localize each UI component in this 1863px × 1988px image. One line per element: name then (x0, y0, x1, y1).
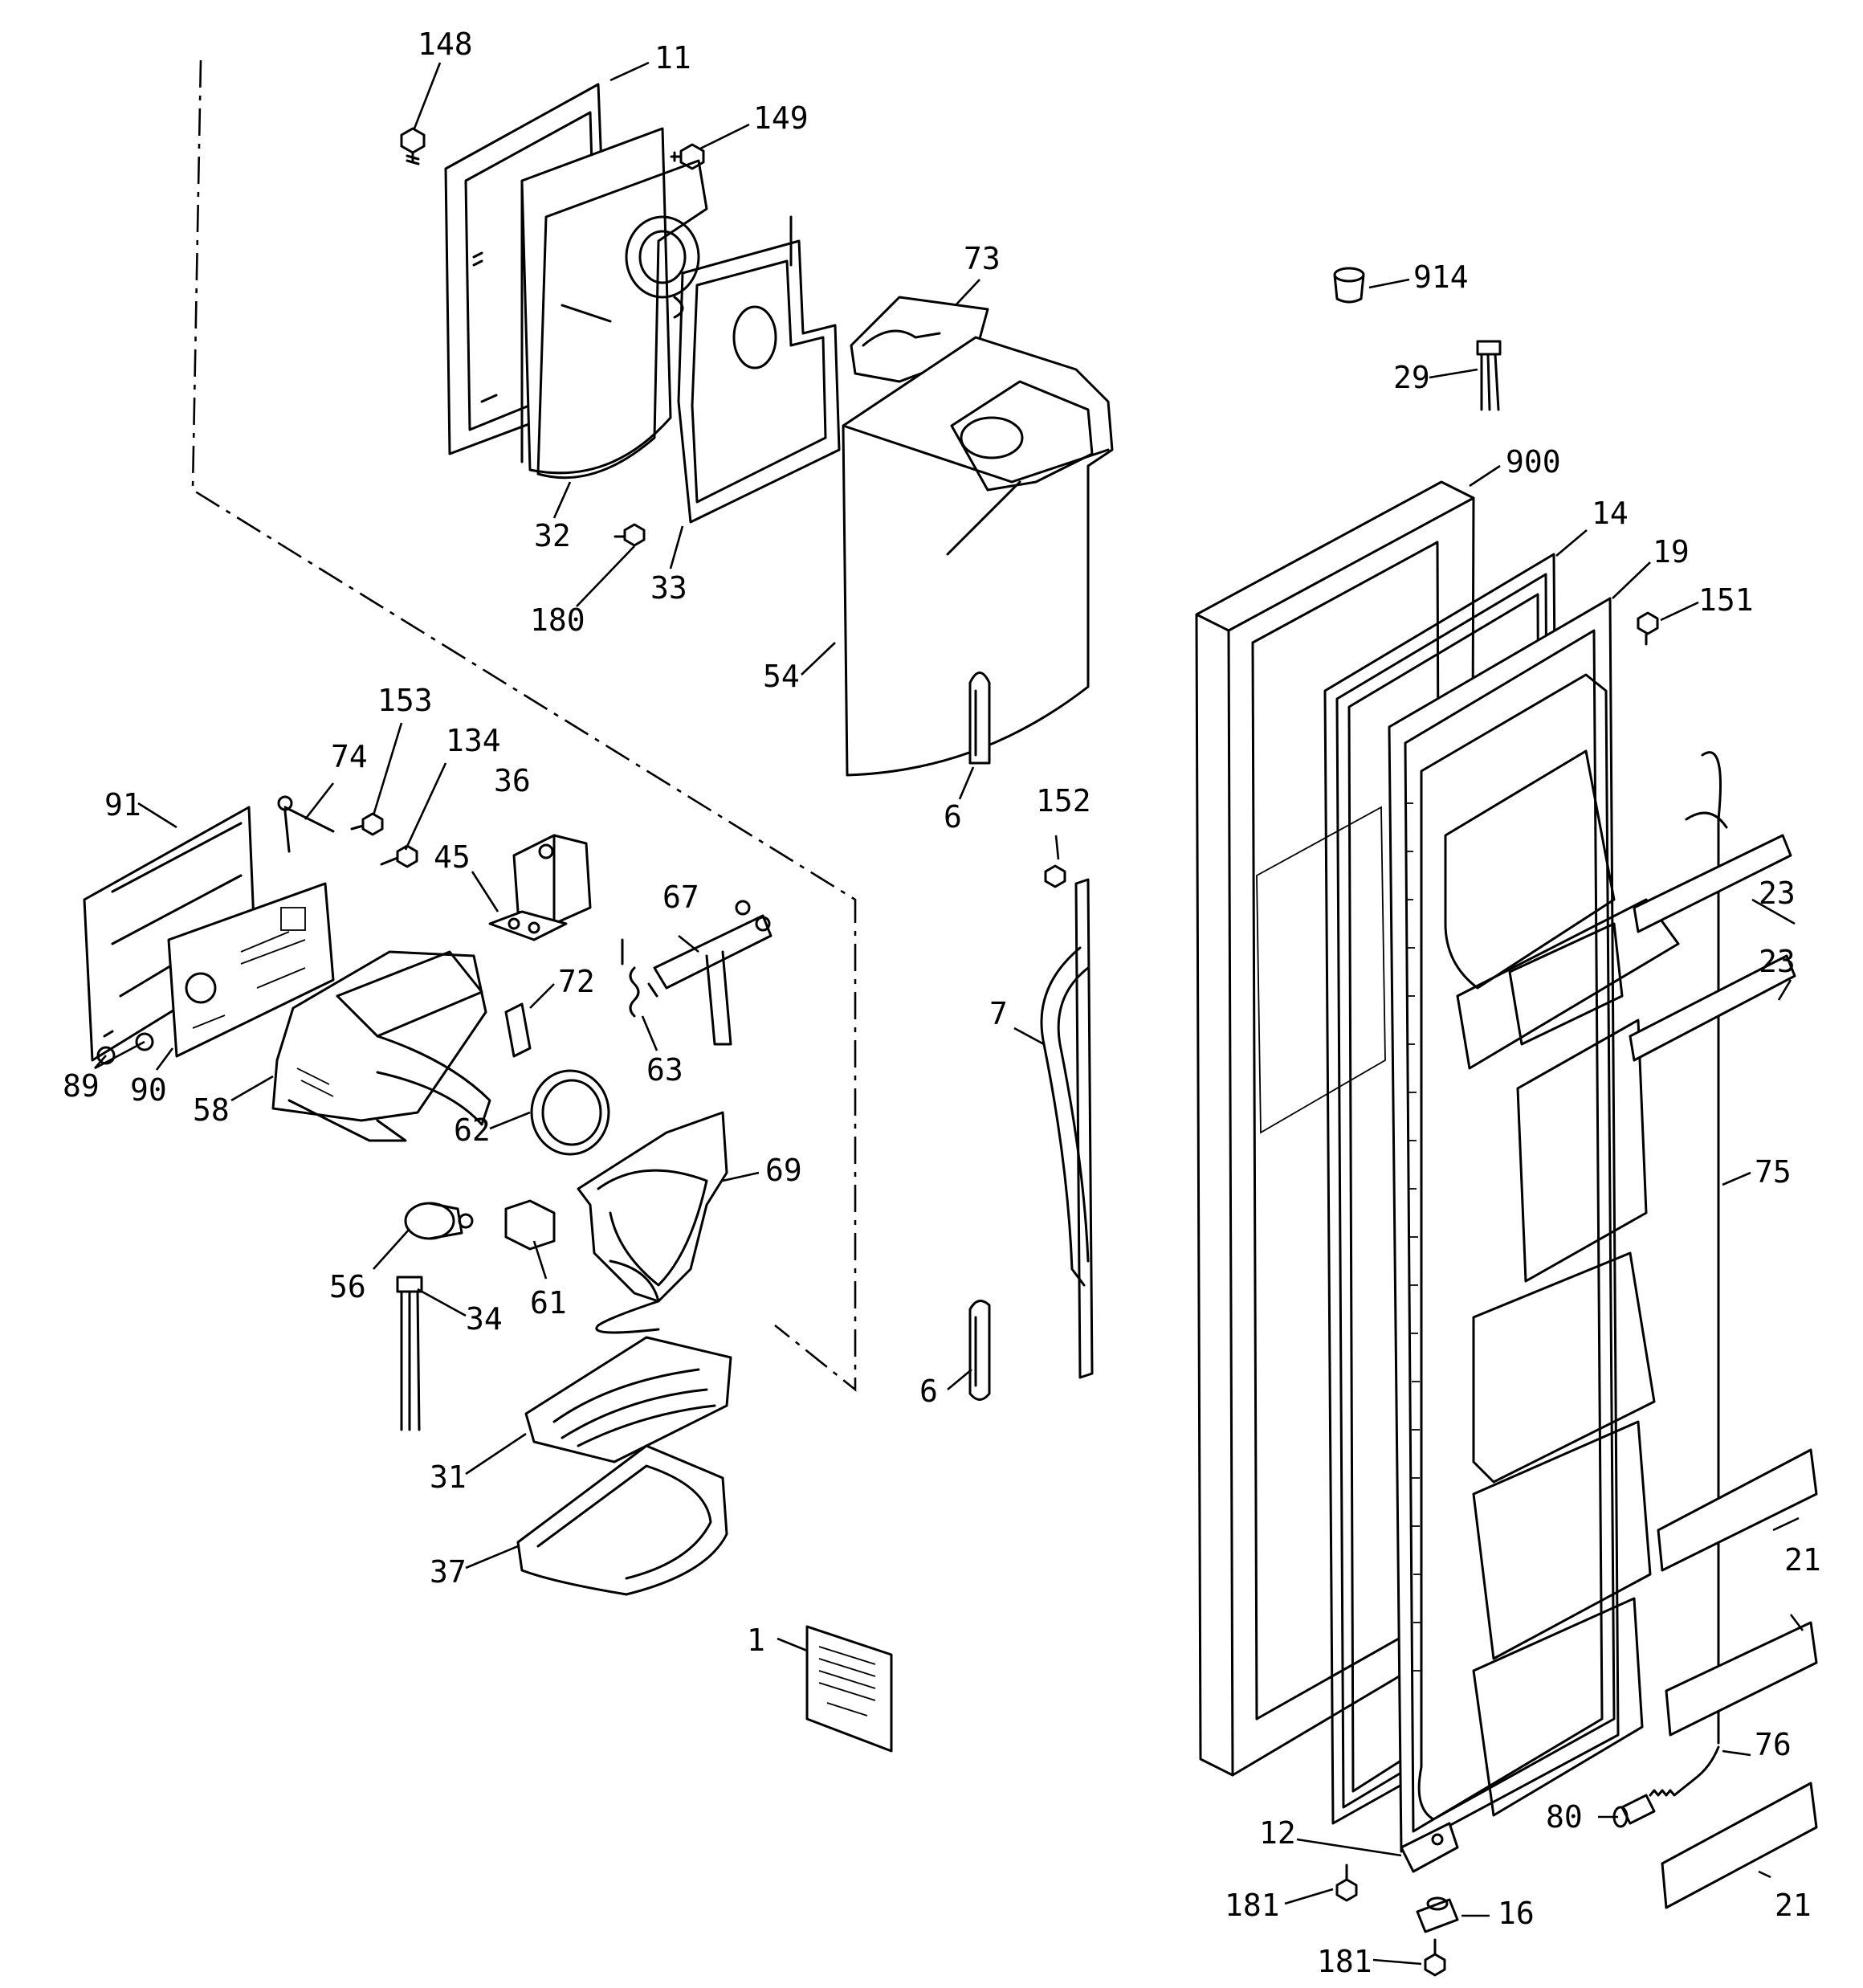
callout-148: 148 (418, 27, 473, 62)
callout-151: 151 (1698, 582, 1754, 618)
callout-23-upper: 23 (1759, 876, 1796, 911)
callout-6-upper: 6 (944, 799, 962, 835)
callout-62: 62 (454, 1112, 491, 1148)
part-74-wire (277, 795, 335, 853)
part-7-handle (1040, 878, 1094, 1379)
part-19-liner (1388, 597, 1680, 1853)
callout-29: 29 (1393, 360, 1430, 395)
callout-14: 14 (1592, 496, 1629, 531)
part-34-harness (396, 1276, 423, 1431)
callout-63: 63 (646, 1052, 683, 1088)
callout-181-b: 181 (1317, 1944, 1372, 1979)
part-62-ring (530, 1069, 610, 1156)
callout-31: 31 (430, 1459, 467, 1495)
part-21-rail-b (1665, 1621, 1818, 1737)
callout-6-lower: 6 (919, 1374, 938, 1409)
callout-45: 45 (434, 839, 471, 875)
part-80-bushing (1612, 1794, 1656, 1828)
callout-33: 33 (650, 570, 687, 606)
leader-lines (94, 61, 1804, 1966)
callout-149: 149 (753, 100, 809, 136)
part-54-dispenser-cover (842, 336, 1114, 777)
part-63-spring (621, 938, 658, 1018)
callout-21-a: 21 (1784, 1542, 1821, 1578)
callout-12: 12 (1259, 1815, 1296, 1851)
part-36-solenoid (512, 834, 592, 925)
callout-32: 32 (534, 518, 571, 553)
callout-74: 74 (331, 739, 368, 774)
part-72-switch (504, 1002, 532, 1058)
callout-180: 180 (530, 602, 585, 638)
callout-67: 67 (662, 880, 699, 915)
part-914-cap (1333, 267, 1365, 304)
callout-90: 90 (130, 1072, 167, 1108)
part-1-manual (805, 1625, 893, 1753)
callout-16: 16 (1498, 1896, 1535, 1931)
part-152-screw (1044, 864, 1066, 888)
part-69-ice-chute (577, 1111, 728, 1334)
callout-73: 73 (964, 241, 1001, 276)
callout-69: 69 (765, 1153, 802, 1188)
part-29-harness (1476, 340, 1502, 411)
callout-11: 11 (654, 40, 691, 76)
callout-914: 914 (1413, 259, 1469, 295)
callout-91: 91 (104, 787, 141, 823)
callout-58: 58 (193, 1092, 230, 1128)
part-75-rod (1685, 751, 1728, 1745)
part-23-rail-lower (1629, 954, 1796, 1062)
callout-54: 54 (763, 659, 800, 694)
part-32-housing (520, 127, 708, 480)
callout-56: 56 (329, 1269, 366, 1304)
callout-19: 19 (1653, 534, 1690, 569)
part-67-arm (653, 900, 773, 1046)
part-180-screw (614, 523, 646, 547)
part-6-trim-lower (968, 1300, 991, 1401)
callout-1: 1 (747, 1623, 765, 1658)
callout-labels: 148 11 149 73 914 29 900 14 19 151 32 18… (63, 27, 1821, 1979)
callout-37: 37 (430, 1554, 467, 1590)
part-21-rail-a (1657, 1448, 1818, 1572)
part-148-screw (400, 127, 426, 165)
part-6-trim-upper (968, 672, 991, 765)
callout-21-b: 21 (1775, 1888, 1812, 1923)
callout-900: 900 (1506, 444, 1561, 480)
callout-153: 153 (377, 683, 433, 718)
callout-61: 61 (530, 1285, 567, 1321)
part-181-screw-b (1424, 1938, 1446, 1977)
callout-152: 152 (1036, 783, 1091, 818)
part-21-rail-c (1661, 1782, 1818, 1909)
callout-89: 89 (63, 1068, 100, 1104)
callout-75: 75 (1755, 1154, 1792, 1190)
part-90-control-board (167, 882, 335, 1058)
callout-80: 80 (1546, 1799, 1583, 1835)
part-23-rail-upper (1633, 834, 1792, 933)
part-12-hinge (1400, 1822, 1459, 1873)
part-149-screw (670, 143, 705, 170)
part-151-screw (1637, 611, 1659, 646)
part-61-gear (504, 1199, 556, 1251)
callout-134: 134 (446, 723, 501, 758)
part-181-screw-a (1335, 1863, 1358, 1902)
callout-23-lower: 23 (1759, 944, 1796, 979)
part-33-gasket (677, 215, 841, 524)
callout-72: 72 (558, 964, 595, 999)
part-37-tray (516, 1444, 728, 1596)
part-153-screw (350, 812, 384, 836)
part-16-bushing (1416, 1896, 1459, 1933)
dispenser-group-boundary (191, 59, 857, 1392)
callout-36: 36 (494, 763, 531, 798)
part-56-motor (404, 1202, 474, 1240)
callout-76: 76 (1755, 1727, 1792, 1762)
part-134-screw (380, 844, 418, 868)
part-45-bracket (488, 910, 568, 941)
callout-7: 7 (989, 996, 1008, 1031)
callout-181-a: 181 (1225, 1888, 1280, 1923)
part-58-housing (271, 950, 491, 1142)
part-76-spring (1649, 1745, 1720, 1797)
callout-34: 34 (466, 1301, 503, 1337)
part-31-grille (524, 1336, 732, 1463)
